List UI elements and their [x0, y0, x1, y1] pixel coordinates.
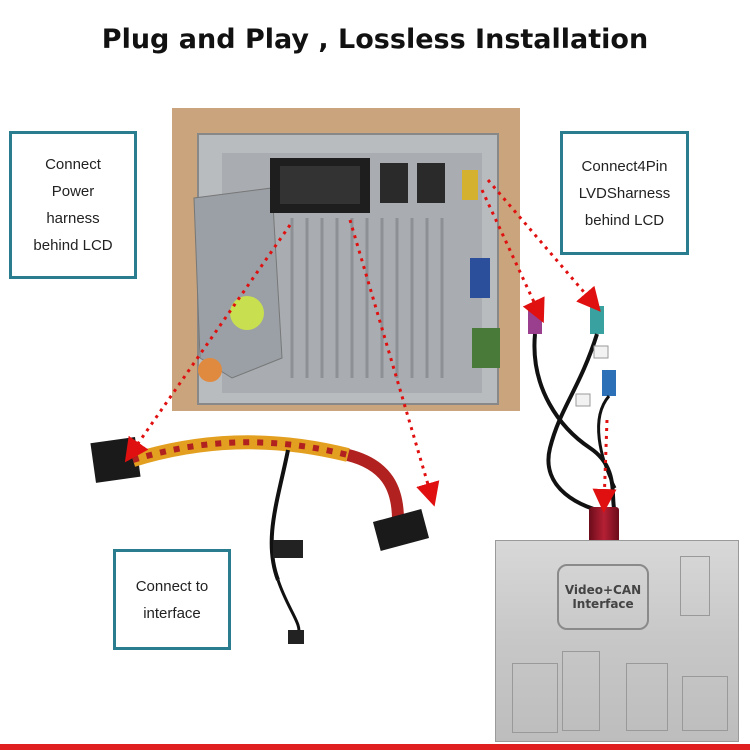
callout-text: Connect4Pin: [581, 157, 668, 175]
callout-text: Power: [51, 183, 95, 200]
callout-lvds-harness: Connect4Pin LVDSharness behind LCD: [560, 131, 689, 255]
interface-port-panel: [512, 663, 558, 733]
callout-text: interface: [143, 604, 201, 622]
callout-text: behind LCD: [33, 237, 113, 254]
head-unit-photo: [172, 108, 520, 411]
callout-power-harness: Connect Power harness behind LCD: [9, 131, 137, 279]
callout-text: Connect: [45, 156, 101, 173]
arrow-lvds-left: [480, 189, 545, 324]
interface-port-panel: [626, 663, 668, 731]
bottom-accent-line: [0, 744, 750, 750]
interface-label: Video+CAN Interface: [557, 564, 649, 630]
callout-text: behind LCD: [584, 211, 665, 229]
arrow-lvds-right: [486, 179, 601, 312]
interface-port-panel: [682, 676, 728, 731]
interface-label-line1: Video+CAN: [564, 583, 642, 597]
callout-text: LVDSharness: [578, 184, 671, 202]
callout-text: harness: [46, 210, 100, 227]
page-title: Plug and Play , Lossless Installation: [101, 24, 649, 55]
interface-box: Video+CAN Interface: [495, 540, 739, 742]
arrow-power-to-harness: [124, 224, 292, 463]
interface-port-panel: [680, 556, 710, 616]
arrow-harness-to-interface: [592, 419, 617, 513]
callout-text: Connect to: [135, 577, 209, 595]
interface-port-panel: [562, 651, 600, 731]
callout-interface: Connect to interface: [113, 549, 231, 650]
interface-label-line2: Interface: [572, 597, 634, 611]
arrow-power-to-connector: [348, 219, 440, 507]
